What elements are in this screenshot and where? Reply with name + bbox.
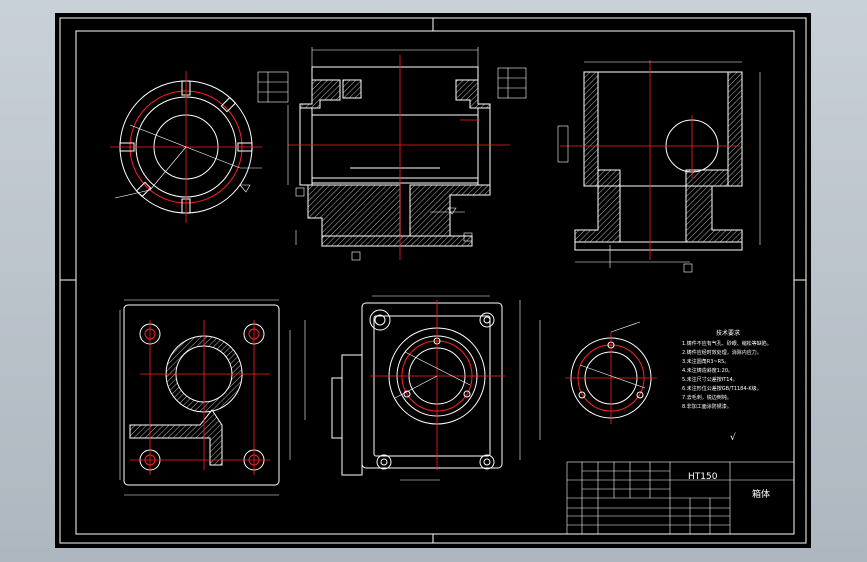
outer-frame (59, 17, 807, 544)
tech-req-item: 7.去毛刺，锐边倒钝。 (682, 394, 732, 401)
tech-req-item: 5.未注尺寸公差按IT14。 (682, 376, 738, 383)
tech-req-item: 2.铸件应经时效处理，消除内应力。 (682, 349, 762, 356)
view-flange-front (331, 295, 541, 481)
view-base-top (119, 299, 306, 496)
view-side-section (557, 60, 761, 273)
drawing-sheet (55, 13, 811, 548)
technical-requirements: 技术要求 1.铸件不应有气孔、砂眼、缩松等缺陷。 2.铸件应经时效处理，消除内应… (682, 329, 772, 410)
view-flange-top (110, 71, 262, 223)
tech-req-heading: 技术要求 (716, 329, 740, 337)
inner-frame (75, 30, 795, 535)
tech-req-item: 1.铸件不应有气孔、砂眼、缩松等缺陷。 (682, 340, 772, 347)
tech-req-item: 3.未注圆角R3~R5。 (682, 358, 729, 365)
title-part-name: 箱体 (752, 488, 770, 500)
title-material: HT150 (688, 472, 718, 482)
tech-req-item: 8.非加工面涂防锈漆。 (682, 403, 732, 410)
view-front-section (257, 47, 527, 261)
view-small-flange (565, 321, 657, 424)
centering-marks (60, 18, 806, 543)
roughness-symbol-icon: √ (730, 432, 736, 443)
tech-req-item: 6.未注形位公差按GB/T1184-K级。 (682, 385, 762, 392)
title-block (566, 461, 795, 535)
tech-req-item: 4.未注铸造斜度1:20。 (682, 367, 733, 374)
